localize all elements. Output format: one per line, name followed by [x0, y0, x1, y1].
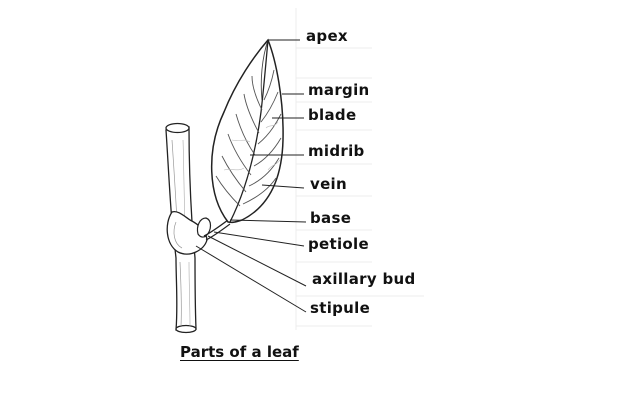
- midrib-line: [229, 39, 269, 223]
- stem-cut-end: [165, 122, 190, 134]
- label-blade: blade: [308, 106, 357, 124]
- label-petiole: petiole: [308, 235, 369, 253]
- label-box-guides: [295, 8, 424, 330]
- leader-lines: [195, 39, 307, 313]
- label-margin: margin: [308, 81, 370, 99]
- diagram-title: Parts of a leaf: [180, 343, 299, 361]
- label-midrib: midrib: [308, 142, 365, 160]
- petiole-shape: [203, 219, 229, 237]
- leaf-blade-shape: [210, 38, 284, 224]
- label-axillary-bud: axillary bud: [312, 270, 416, 288]
- axillary-bud-shape: [196, 217, 212, 238]
- stem-bottom-end: [175, 324, 197, 334]
- label-apex: apex: [306, 27, 348, 45]
- veins: [215, 69, 282, 207]
- label-vein: vein: [310, 175, 347, 193]
- label-base: base: [310, 209, 352, 227]
- label-stipule: stipule: [310, 299, 371, 317]
